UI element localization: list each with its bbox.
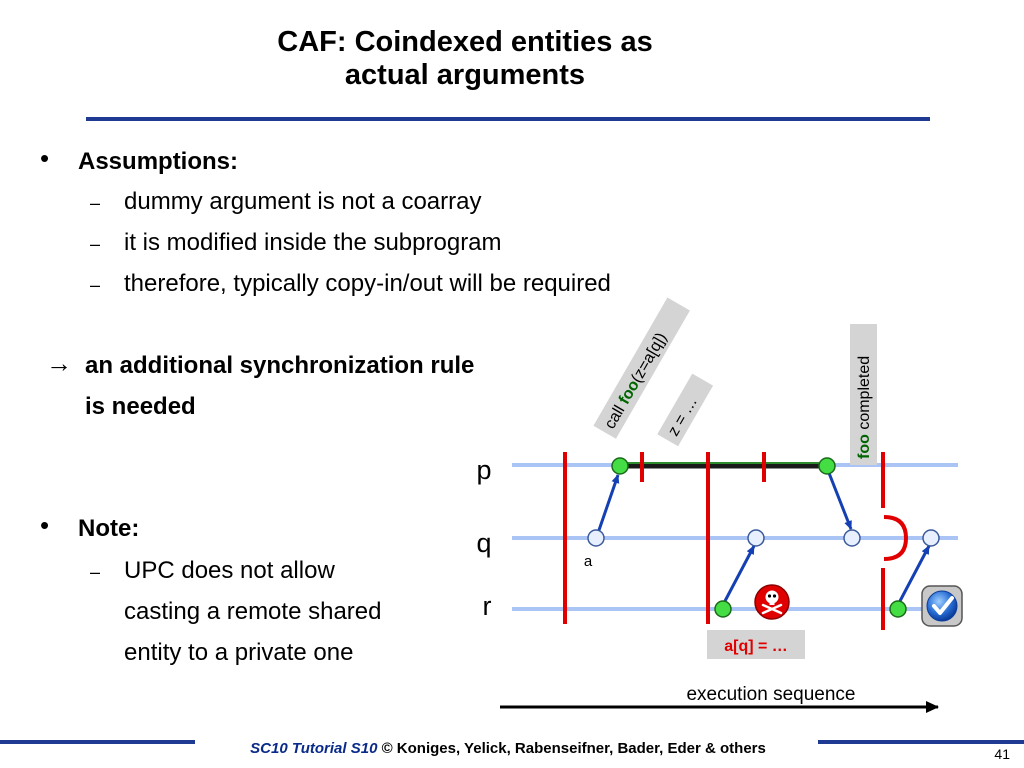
assign-label-tag <box>707 630 805 659</box>
active-node <box>611 457 629 475</box>
active-node <box>714 600 732 618</box>
active-node <box>818 457 836 475</box>
footer-rule-left <box>0 740 195 744</box>
note-line-3: entity to a private one <box>124 639 354 666</box>
footer-authors: © Koniges, Yelick, Rabenseifner, Bader, … <box>377 740 766 757</box>
right-arrow-icon: → <box>46 348 72 378</box>
passive-node <box>587 529 605 547</box>
dash-icon: – <box>90 562 101 582</box>
footer-text: SC10 Tutorial S10 © Koniges, Yelick, Rab… <box>203 740 813 757</box>
checkmark-icon <box>921 585 963 627</box>
z-label-tag: z = … <box>657 373 714 447</box>
footer-rule-right <box>818 740 1024 744</box>
dash-icon: – <box>90 234 101 254</box>
dash-icon: – <box>90 193 101 213</box>
process-label-r: r <box>483 591 492 621</box>
completed-label-tag: foo completed <box>850 324 877 465</box>
title-line-2: actual arguments <box>344 59 586 91</box>
footer-course: SC10 Tutorial S10 <box>250 740 378 757</box>
conclusion-line-1: an additional synchronization rule <box>85 352 475 379</box>
active-node <box>889 600 907 618</box>
transfer-arrow <box>898 545 931 602</box>
page-number: 41 <box>994 746 1010 762</box>
transfer-arrow <box>723 545 756 602</box>
completed-label: foo completed <box>856 356 873 459</box>
assumption-item-3: therefore, typically copy-in/out will be… <box>124 270 611 297</box>
execution-sequence-label: execution sequence <box>686 684 855 705</box>
transfer-arrow <box>827 472 853 530</box>
note-line-1: UPC does not allow <box>124 557 335 584</box>
note-heading: Note: <box>78 515 140 542</box>
passive-node <box>747 529 765 547</box>
passive-node <box>922 529 940 547</box>
local-var-label: a <box>584 553 593 570</box>
title-underline <box>86 117 930 121</box>
title-line-1: CAF: Coindexed entities as <box>277 26 653 58</box>
passive-node <box>843 529 861 547</box>
dash-icon: – <box>90 275 101 295</box>
skull-crossbones-icon <box>754 584 790 620</box>
process-label-q: q <box>476 528 491 558</box>
assumptions-heading: Assumptions: <box>78 148 239 175</box>
call-label: call foo(z=a[q]) <box>602 330 671 432</box>
transfer-arrow <box>596 474 620 534</box>
bullet-icon: • <box>40 143 50 173</box>
process-label-p: p <box>476 455 491 485</box>
bullet-icon: • <box>40 510 50 540</box>
slide-title: CAF: Coindexed entities as actual argume… <box>0 26 930 92</box>
conclusion-line-2: is needed <box>85 393 196 420</box>
assumption-item-1: dummy argument is not a coarray <box>124 188 482 215</box>
note-line-2: casting a remote shared <box>124 598 382 625</box>
assumption-item-2: it is modified inside the subprogram <box>124 229 502 256</box>
sync-bracket <box>883 515 909 561</box>
assign-label: a[q] = … <box>724 638 788 655</box>
